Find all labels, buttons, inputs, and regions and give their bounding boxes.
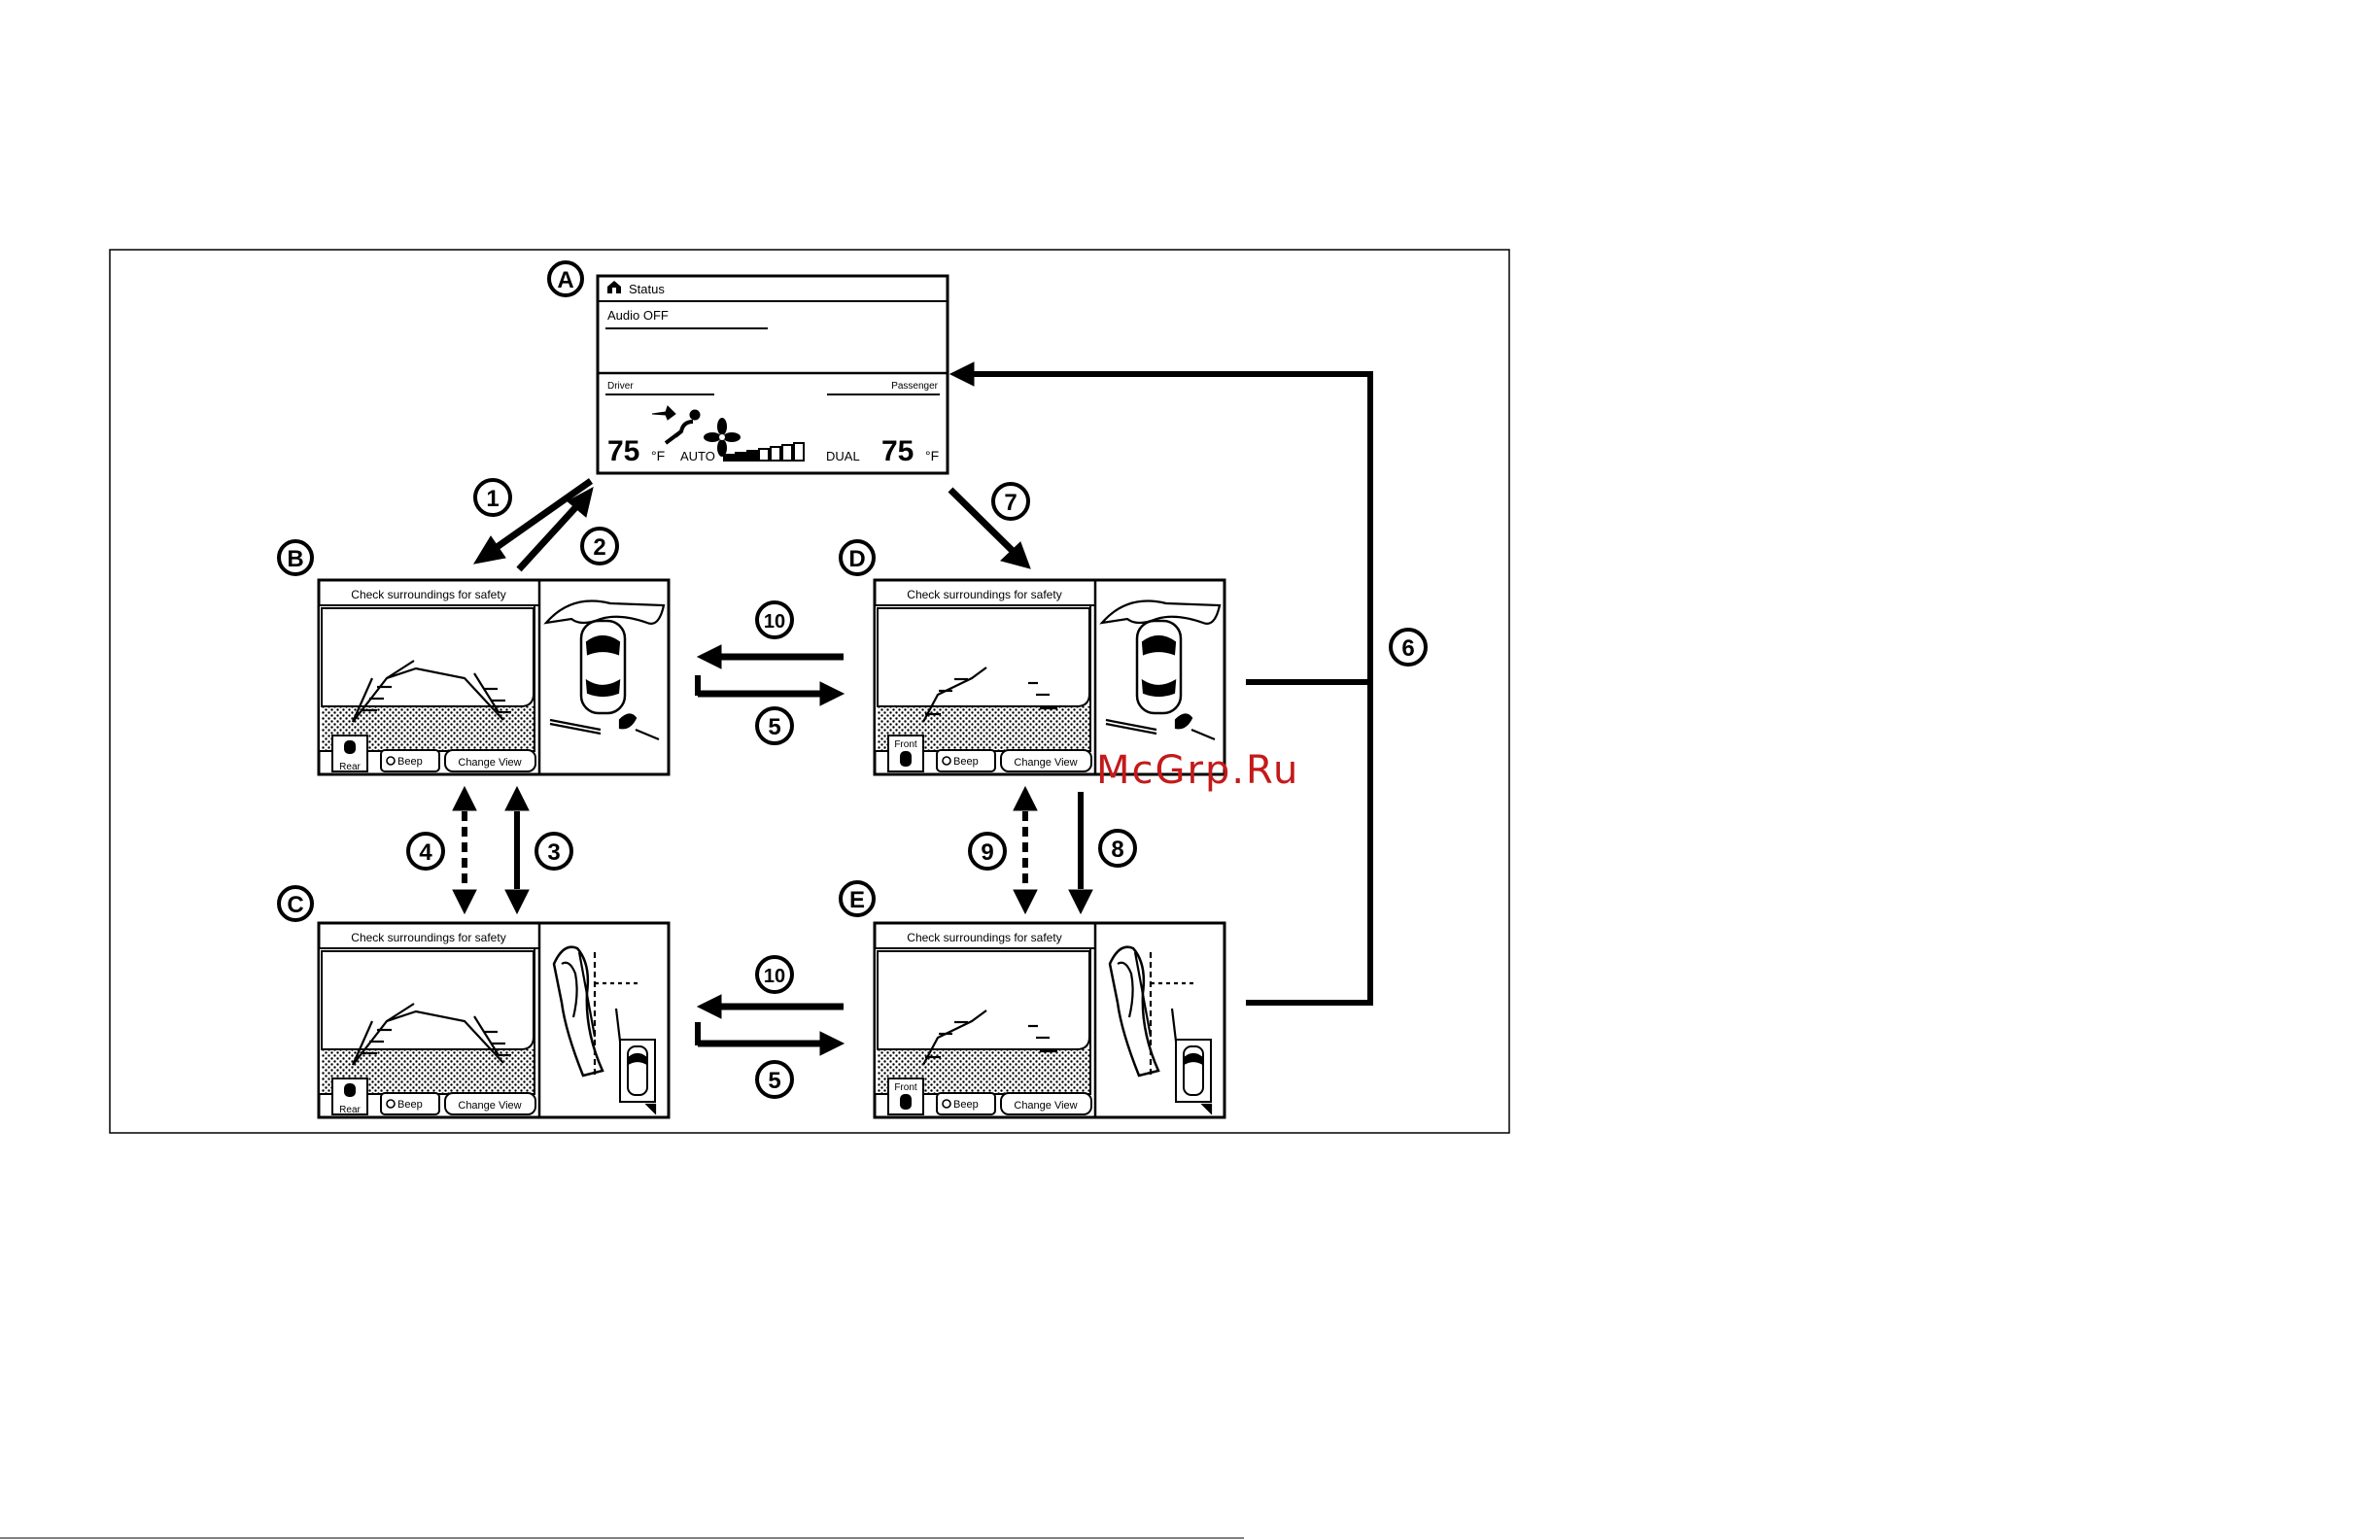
svg-text:C: C (287, 892, 303, 918)
flow-arrows (452, 361, 1373, 1056)
svg-text:2: 2 (593, 534, 605, 561)
step-6: 6 (1389, 628, 1428, 667)
status-screen: Status Audio OFF Driver Passenger 75 °F … (596, 274, 949, 475)
svg-text:D: D (848, 546, 865, 572)
step-5-top: 5 (755, 706, 794, 745)
svg-text:E: E (849, 887, 865, 913)
step-5-bottom: 5 (755, 1060, 794, 1099)
step-4: 4 (406, 832, 445, 871)
auto-label: AUTO (680, 449, 715, 463)
passenger-temp: 75 (881, 435, 914, 467)
beep-button[interactable]: Beep (397, 1099, 423, 1111)
safety-banner: Check surroundings for safety (907, 931, 1061, 944)
step-10-top: 10 (755, 600, 794, 639)
svg-text:3: 3 (547, 839, 560, 866)
passenger-temp-unit: °F (925, 448, 939, 463)
driver-temp: 75 (607, 435, 639, 467)
passenger-label: Passenger (891, 381, 938, 392)
marker-b: B (277, 539, 314, 576)
svg-text:10: 10 (764, 966, 785, 987)
step-10-bottom: 10 (755, 955, 794, 994)
diagram-frame (109, 249, 1510, 1134)
safety-banner: Check surroundings for safety (351, 588, 505, 601)
home-icon (607, 281, 621, 293)
safety-banner: Check surroundings for safety (907, 588, 1061, 601)
marker-e: E (839, 880, 876, 917)
status-title: Status (629, 282, 665, 296)
fan-icon (704, 418, 741, 457)
camera-icon (900, 751, 912, 767)
beep-button[interactable]: Beep (397, 756, 423, 768)
dual-label: DUAL (826, 449, 860, 463)
change-view-button[interactable]: Change View (1014, 757, 1077, 769)
step-9: 9 (968, 832, 1007, 871)
camera-screen-d: Check surroundings for safety Front Beep… (873, 578, 1226, 776)
svg-text:5: 5 (768, 1068, 780, 1094)
change-view-button[interactable]: Change View (458, 757, 521, 769)
step-3: 3 (535, 832, 573, 871)
svg-text:8: 8 (1111, 837, 1123, 863)
driver-temp-unit: °F (651, 448, 665, 463)
watermark: McGrp.Ru (1096, 748, 1299, 793)
driver-label: Driver (607, 381, 634, 392)
marker-d: D (839, 539, 876, 576)
camera-screen-b: Check surroundings for safety Rear Beep … (317, 578, 671, 776)
svg-text:10: 10 (764, 611, 785, 633)
rear-label: Rear (339, 1105, 361, 1115)
marker-a: A (547, 260, 584, 297)
step-8: 8 (1098, 829, 1137, 868)
svg-text:4: 4 (419, 839, 432, 866)
front-label: Front (894, 1082, 917, 1093)
audio-status: Audio OFF (607, 308, 669, 323)
svg-text:A: A (557, 267, 573, 293)
beep-button[interactable]: Beep (953, 756, 979, 768)
fan-level-bars (723, 442, 805, 462)
svg-text:7: 7 (1004, 490, 1017, 516)
camera-icon (900, 1094, 912, 1110)
marker-c: C (277, 885, 314, 922)
step-1: 1 (473, 478, 512, 517)
step-7: 7 (991, 482, 1030, 521)
change-view-button[interactable]: Change View (458, 1100, 521, 1112)
change-view-button[interactable]: Change View (1014, 1100, 1077, 1112)
camera-screen-c: Check surroundings for safety Rear Beep … (317, 921, 671, 1119)
airflow-icon (651, 405, 701, 445)
front-label: Front (894, 739, 917, 750)
svg-text:9: 9 (981, 839, 993, 866)
camera-icon (344, 1083, 356, 1097)
svg-text:5: 5 (768, 714, 780, 740)
svg-text:6: 6 (1401, 635, 1414, 662)
camera-icon (344, 740, 356, 754)
camera-screen-e: Check surroundings for safety Front Beep… (873, 921, 1226, 1119)
svg-text:1: 1 (486, 486, 499, 512)
rear-label: Rear (339, 762, 361, 772)
step-2: 2 (580, 527, 619, 565)
beep-button[interactable]: Beep (953, 1099, 979, 1111)
safety-banner: Check surroundings for safety (351, 931, 505, 944)
svg-text:B: B (287, 546, 303, 572)
